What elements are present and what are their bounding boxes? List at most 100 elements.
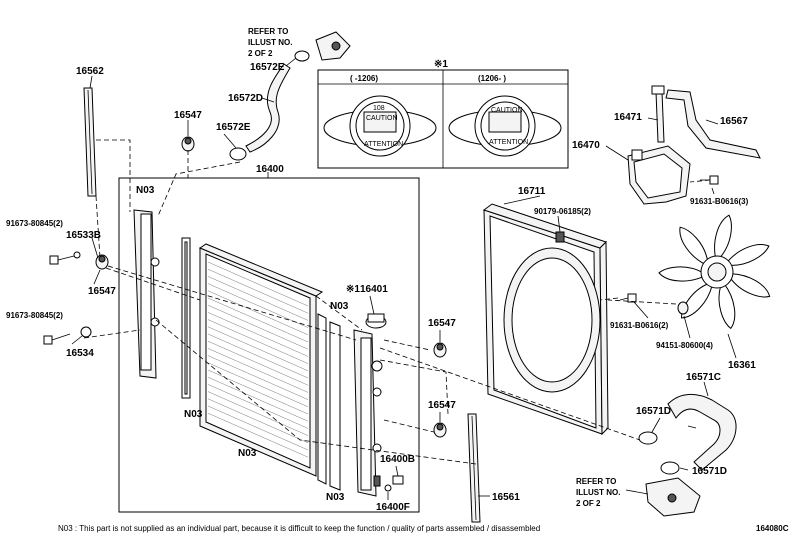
support-16561 xyxy=(467,413,481,523)
radiator-cap-16401 xyxy=(365,313,387,329)
reservoir-hose-16567 xyxy=(665,89,761,159)
radiator-tank-right xyxy=(353,329,383,497)
radiator-fin-line xyxy=(207,348,309,393)
water-outlet-ref xyxy=(315,31,351,61)
fan-blade xyxy=(718,283,736,330)
radiator-core xyxy=(198,243,324,477)
callout-16361: 16361 xyxy=(728,360,756,371)
callout-16470: 16470 xyxy=(572,140,600,151)
radiator-fin-line xyxy=(207,304,309,350)
cap-right-header: (1206- ) xyxy=(478,74,506,83)
footnote: N03 : This part is not supplied as an in… xyxy=(58,524,540,533)
svg-text:2 OF 2: 2 OF 2 xyxy=(576,499,601,508)
radiator-fin-line xyxy=(207,297,309,343)
fan-blade xyxy=(726,244,770,266)
callout-16400f: 16400F xyxy=(376,502,410,513)
radiator-fin-line xyxy=(207,384,309,429)
callout-16711: 16711 xyxy=(518,186,546,197)
callout-n03-c: N03 xyxy=(238,448,257,459)
radiator-fin-line xyxy=(207,398,309,444)
radiator-fin-line xyxy=(207,319,309,364)
leader-lines xyxy=(71,57,737,500)
callout-16471: 16471 xyxy=(614,112,642,123)
svg-text:ILLUST NO.: ILLUST NO. xyxy=(576,488,620,497)
bolt-91673-b xyxy=(43,333,71,345)
callout-91631-a: 91631-B0616(3) xyxy=(690,197,749,206)
radiator-fin-line xyxy=(207,312,309,357)
hose-clamp-16571d-a xyxy=(638,431,658,445)
callout-90179: 90179-06185(2) xyxy=(534,207,591,216)
radiator-fin-line xyxy=(207,405,309,451)
radiator-assembly-frame xyxy=(118,177,420,513)
radiator-tank-left xyxy=(133,209,160,379)
cap-info-panel xyxy=(317,69,569,169)
bolt-91631-b xyxy=(619,293,637,303)
bolt-91673-a xyxy=(49,251,81,265)
reservoir-hose-16471 xyxy=(651,85,665,143)
callout-16561: 16561 xyxy=(492,492,520,503)
radiator-fin-line xyxy=(207,283,309,328)
callout-16400b: 16400B xyxy=(380,454,415,465)
fan-blade xyxy=(714,214,732,259)
callout-16572d: 16572D xyxy=(228,93,263,104)
radiator-fin-line xyxy=(207,412,309,458)
callout-16533b: 16533B xyxy=(66,230,101,241)
radiator-fin-line xyxy=(207,333,309,379)
radiator-fin-line xyxy=(207,268,309,314)
callout-91631-b: 91631-B0616(2) xyxy=(610,321,669,330)
svg-text:REFER TO: REFER TO xyxy=(576,477,616,486)
cap-right-mid-text: ATTENTION xyxy=(489,139,528,146)
cushion-16547-c xyxy=(433,342,447,358)
cap-left xyxy=(323,95,437,157)
reservoir-tank-16470 xyxy=(627,145,691,205)
radiator-fin-line xyxy=(207,340,309,386)
callout-n03-a: N03 xyxy=(136,185,155,196)
fan-blade xyxy=(681,282,713,319)
cushion-16547-a xyxy=(181,136,195,152)
cushion-16547-b xyxy=(95,254,109,270)
lower-hose-16571c xyxy=(667,394,737,471)
callout-94151: 94151-80600(4) xyxy=(656,341,713,350)
radiator-fin-line xyxy=(207,391,309,436)
callout-16547-c: 16547 xyxy=(428,318,456,329)
radiator-fin-line xyxy=(207,290,309,336)
callout-91673-a: 91673-80845(2) xyxy=(6,219,63,228)
svg-text:2 OF 2: 2 OF 2 xyxy=(248,49,273,58)
radiator-fin-line xyxy=(207,261,309,307)
hose-clamp-16571d-b xyxy=(660,461,680,475)
drain-16400b xyxy=(384,475,404,492)
radiator-fin-line xyxy=(207,362,309,408)
fan-blade xyxy=(679,226,709,265)
callout-16547-b: 16547 xyxy=(88,286,116,297)
water-inlet-ref xyxy=(645,477,701,517)
radiator-fin-line xyxy=(207,355,309,400)
callout-16547-a: 16547 xyxy=(174,110,202,121)
radiator-fin-line xyxy=(207,326,309,372)
svg-text:REFER TO: REFER TO xyxy=(248,27,288,36)
callout-16571c: 16571C xyxy=(686,372,721,383)
refer-note-bottom: REFER TO ILLUST NO. 2 OF 2 xyxy=(576,477,620,508)
upper-hose-16572d xyxy=(245,63,291,153)
callout-16401-marker: ※1 xyxy=(346,284,360,295)
hose-clamp-16572e xyxy=(229,147,247,161)
hose-clamp-top xyxy=(294,50,310,62)
nut-94151 xyxy=(677,301,689,315)
seal-strip-right xyxy=(317,313,341,491)
callout-n03-d: N03 xyxy=(330,301,349,312)
fan-blade xyxy=(729,273,771,298)
refer-note-top: REFER TO ILLUST NO. 2 OF 2 xyxy=(248,27,292,58)
cap-left-lower-text: ATTENTION xyxy=(364,141,403,148)
cap-left-header: ( -1206) xyxy=(350,74,378,83)
callout-16400: 16400 xyxy=(256,164,284,175)
cooling-fan-16361 xyxy=(658,214,771,330)
figure-code: 164080C xyxy=(756,524,789,533)
callout-16571d-b: 16571D xyxy=(692,466,727,477)
radiator-fin-line xyxy=(207,376,309,422)
cap-left-top-text: 108 xyxy=(373,105,385,112)
fan-blade xyxy=(658,266,704,282)
callout-91673-b: 91673-80845(2) xyxy=(6,311,63,320)
callout-16572e-top: 16572E xyxy=(250,62,285,73)
callout-16534: 16534 xyxy=(66,348,94,359)
callout-16401: 16401 xyxy=(360,284,388,295)
